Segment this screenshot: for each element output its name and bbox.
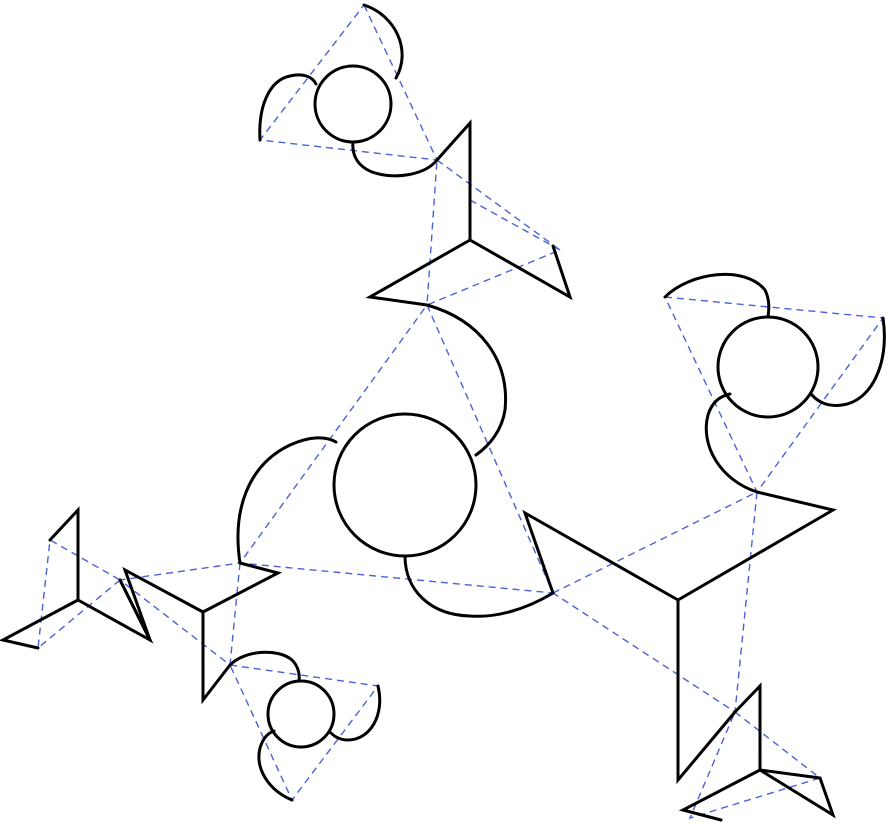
bottom-right-zigzag-dashed — [688, 711, 822, 820]
bottom-left-arc-1 — [228, 650, 301, 683]
top-zigzag-dashed-inner — [469, 199, 561, 251]
right-arc-3 — [704, 392, 759, 494]
far-left-zigzag-arm-1 — [48, 506, 80, 602]
central-arc-top — [425, 303, 508, 457]
central-pinwheel — [236, 303, 555, 618]
top-zigzag-arm — [435, 119, 472, 242]
right-pinwheel — [663, 272, 886, 494]
left-zigzag-star — [118, 561, 283, 705]
central-arc-bottom — [403, 554, 555, 618]
top-pinwheel — [258, 3, 439, 178]
right-arc-2 — [810, 316, 886, 407]
right-zigzag-arm-1 — [522, 509, 680, 602]
right-zigzag-star — [522, 490, 838, 785]
far-left-zigzag-star — [0, 506, 154, 650]
top-arc-2 — [351, 140, 439, 178]
left-zigzag-dashed-lines — [118, 562, 241, 667]
right-zigzag-arm-2 — [676, 490, 838, 602]
central-circle — [332, 412, 478, 558]
right-zigzag-arm-3 — [676, 598, 737, 785]
bottom-right-zigzag-star — [678, 682, 836, 822]
dashed-construction-lines — [37, 3, 885, 820]
top-arc-1 — [362, 3, 404, 80]
bottom-right-zigzag-arm-1 — [733, 682, 762, 772]
far-left-zigzag-arm-3 — [76, 578, 154, 644]
top-zigzag-arm-2 — [365, 238, 472, 307]
far-left-zigzag-arm-2 — [0, 598, 80, 650]
far-left-zigzag-dashed — [37, 538, 121, 650]
top-arc-3 — [258, 73, 318, 142]
top-pinwheel-dashed-triangle — [258, 3, 439, 161]
top-zigzag-star — [365, 119, 573, 307]
bottom-right-zigzag-arm-2 — [758, 768, 836, 819]
bottom-left-circle — [266, 679, 336, 749]
right-pinwheel-dashed-triangle — [663, 296, 885, 494]
top-circle — [313, 64, 393, 144]
bottom-left-arc-2 — [329, 684, 382, 742]
left-zigzag-arm-2 — [201, 610, 232, 705]
top-zigzag-arm-3 — [468, 238, 573, 301]
central-dashed-triangle — [238, 303, 555, 594]
bottom-left-pinwheel-dashed-triangle — [228, 664, 380, 802]
left-zigzag-arm-1 — [201, 561, 283, 614]
central-arc-left — [236, 436, 338, 565]
right-circle — [716, 315, 820, 419]
bottom-right-zigzag-arm-3 — [678, 768, 762, 822]
top-zigzag-dashed-lines — [426, 159, 562, 307]
bottom-left-pinwheel — [228, 650, 382, 802]
right-arc-1 — [663, 272, 771, 319]
bottom-left-arc-3 — [257, 729, 294, 802]
right-zigzag-dashed-lines — [552, 490, 758, 714]
